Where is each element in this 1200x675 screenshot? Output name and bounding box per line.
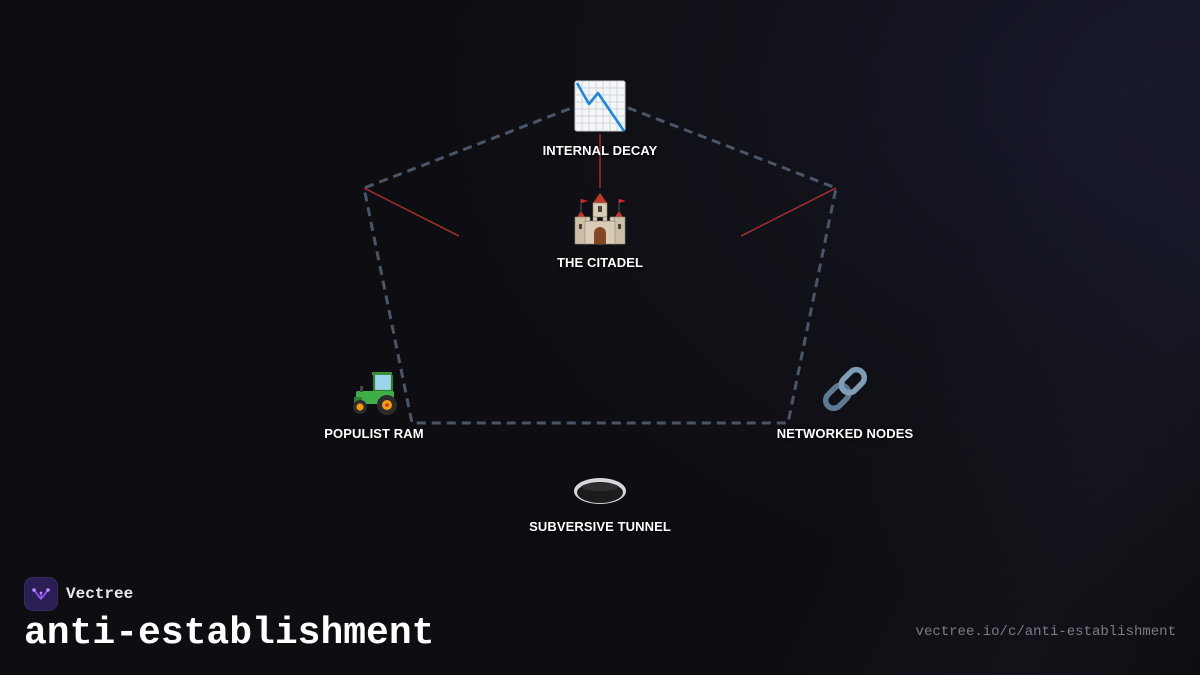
perimeter-polygon [362, 95, 838, 425]
hole-icon [574, 478, 626, 504]
node-label: NETWORKED NODES [776, 426, 914, 441]
node-label: THE CITADEL [556, 255, 644, 270]
page-url[interactable]: vectree.io/c/anti-establishment [915, 624, 1176, 640]
node-label: SUBVERSIVE TUNNEL [529, 519, 671, 534]
node-internal-decay[interactable]: INTERNAL DECAY [480, 78, 720, 158]
page-title: anti-establishment [24, 612, 435, 655]
attack-line-right [740, 187, 837, 237]
node-label: POPULIST RAM [324, 426, 424, 441]
node-the-citadel[interactable]: THE CITADEL [480, 191, 720, 270]
node-label: INTERNAL DECAY [542, 143, 658, 158]
node-networked-nodes[interactable]: NETWORKED NODES [725, 361, 965, 441]
castle-icon [574, 193, 626, 245]
node-populist-ram[interactable]: POPULIST RAM [254, 361, 494, 441]
tractor-icon [353, 372, 397, 415]
chain-link-icon [822, 366, 868, 412]
vectree-logo-icon [24, 577, 58, 611]
node-subversive-tunnel[interactable]: SUBVERSIVE TUNNEL [480, 463, 720, 534]
brand[interactable]: Vectree [24, 577, 133, 611]
attack-line-left [363, 187, 460, 237]
brand-name: Vectree [66, 585, 134, 603]
chart-decreasing-icon [574, 80, 626, 132]
